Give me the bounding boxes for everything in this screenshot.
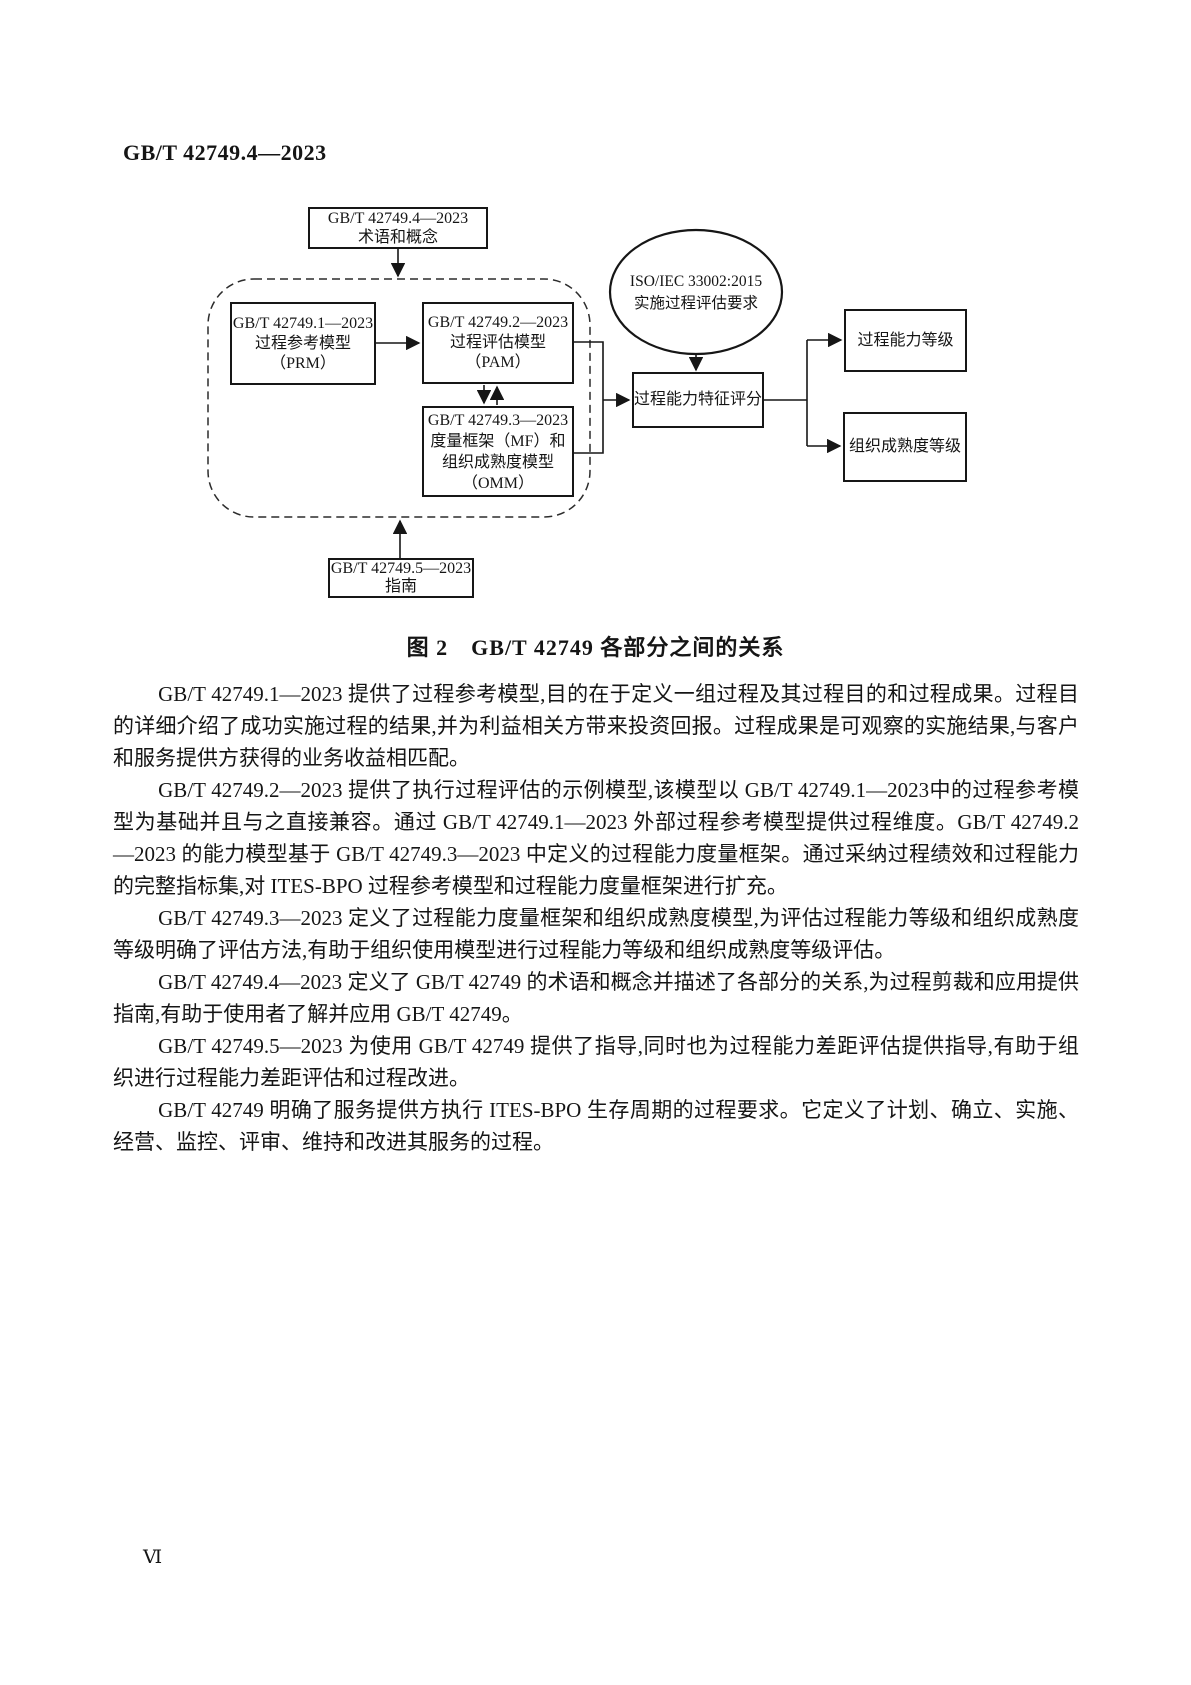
node-guide: GB/T 42749.5—2023 指南 (328, 558, 474, 598)
figure-2-diagram: GB/T 42749.4—2023 术语和概念 GB/T 42749.1—202… (0, 0, 1191, 640)
body-text: GB/T 42749.1—2023 提供了过程参考模型,目的在于定义一组过程及其… (113, 678, 1079, 1158)
paragraph-3: GB/T 42749.3—2023 定义了过程能力度量框架和组织成熟度模型,为评… (113, 906, 1079, 962)
node-mf-omm: GB/T 42749.3—2023 度量框架（MF）和 组织成熟度模型 （OMM… (422, 406, 574, 497)
paragraph-2: GB/T 42749.2—2023 提供了执行过程评估的示例模型,该模型以 GB… (113, 778, 1079, 898)
paragraph-6: GB/T 42749 明确了服务提供方执行 ITES-BPO 生存周期的过程要求… (113, 1098, 1079, 1154)
dashed-scope-container (207, 278, 591, 518)
page-number: Ⅵ (143, 1547, 163, 1568)
bracket-pam-omm (574, 341, 604, 454)
node-pam: GB/T 42749.2—2023 过程评估模型 （PAM） (422, 302, 574, 384)
diagram-connectors (207, 228, 843, 558)
node-prm: GB/T 42749.1—2023 过程参考模型 （PRM） (230, 302, 376, 385)
node-iso-33002: ISO/IEC 33002:2015 实施过程评估要求 (629, 273, 763, 312)
paragraph-1: GB/T 42749.1—2023 提供了过程参考模型,目的在于定义一组过程及其… (113, 682, 1079, 770)
node-capability-level: 过程能力等级 (844, 309, 967, 372)
node-maturity-level: 组织成熟度等级 (843, 412, 967, 482)
node-terms-and-concepts: GB/T 42749.4—2023 术语和概念 (308, 207, 488, 249)
paragraph-4: GB/T 42749.4—2023 定义了 GB/T 42749 的术语和概念并… (113, 970, 1079, 1026)
figure-caption: 图 2 GB/T 42749 各部分之间的关系 (406, 635, 785, 660)
paragraph-5: GB/T 42749.5—2023 为使用 GB/T 42749 提供了指导,同… (113, 1034, 1079, 1090)
node-capability-scoring: 过程能力特征评分 (632, 372, 764, 428)
document-code-header: GB/T 42749.4—2023 (123, 140, 327, 165)
